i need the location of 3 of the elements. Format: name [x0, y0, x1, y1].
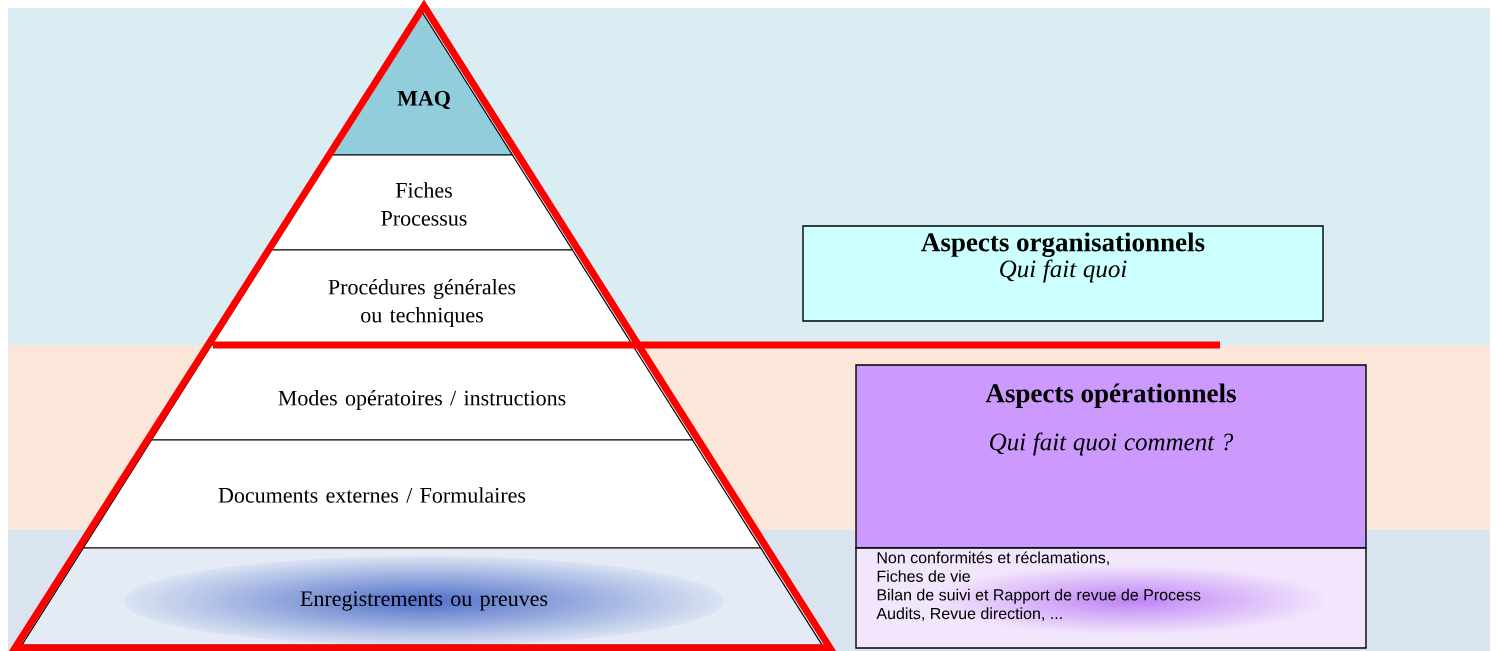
heading-box: Aspects opérationnels Qui fait quoi comment ?: [855, 364, 1367, 549]
list-box: Non conformités et réclamations, Fiches de vie Bilan de suivi et Rapport de revue de Process Audits, Revue direction, ...: [855, 547, 1367, 649]
heading-box: Aspects organisationnels Qui fait quoi: [802, 225, 1324, 322]
